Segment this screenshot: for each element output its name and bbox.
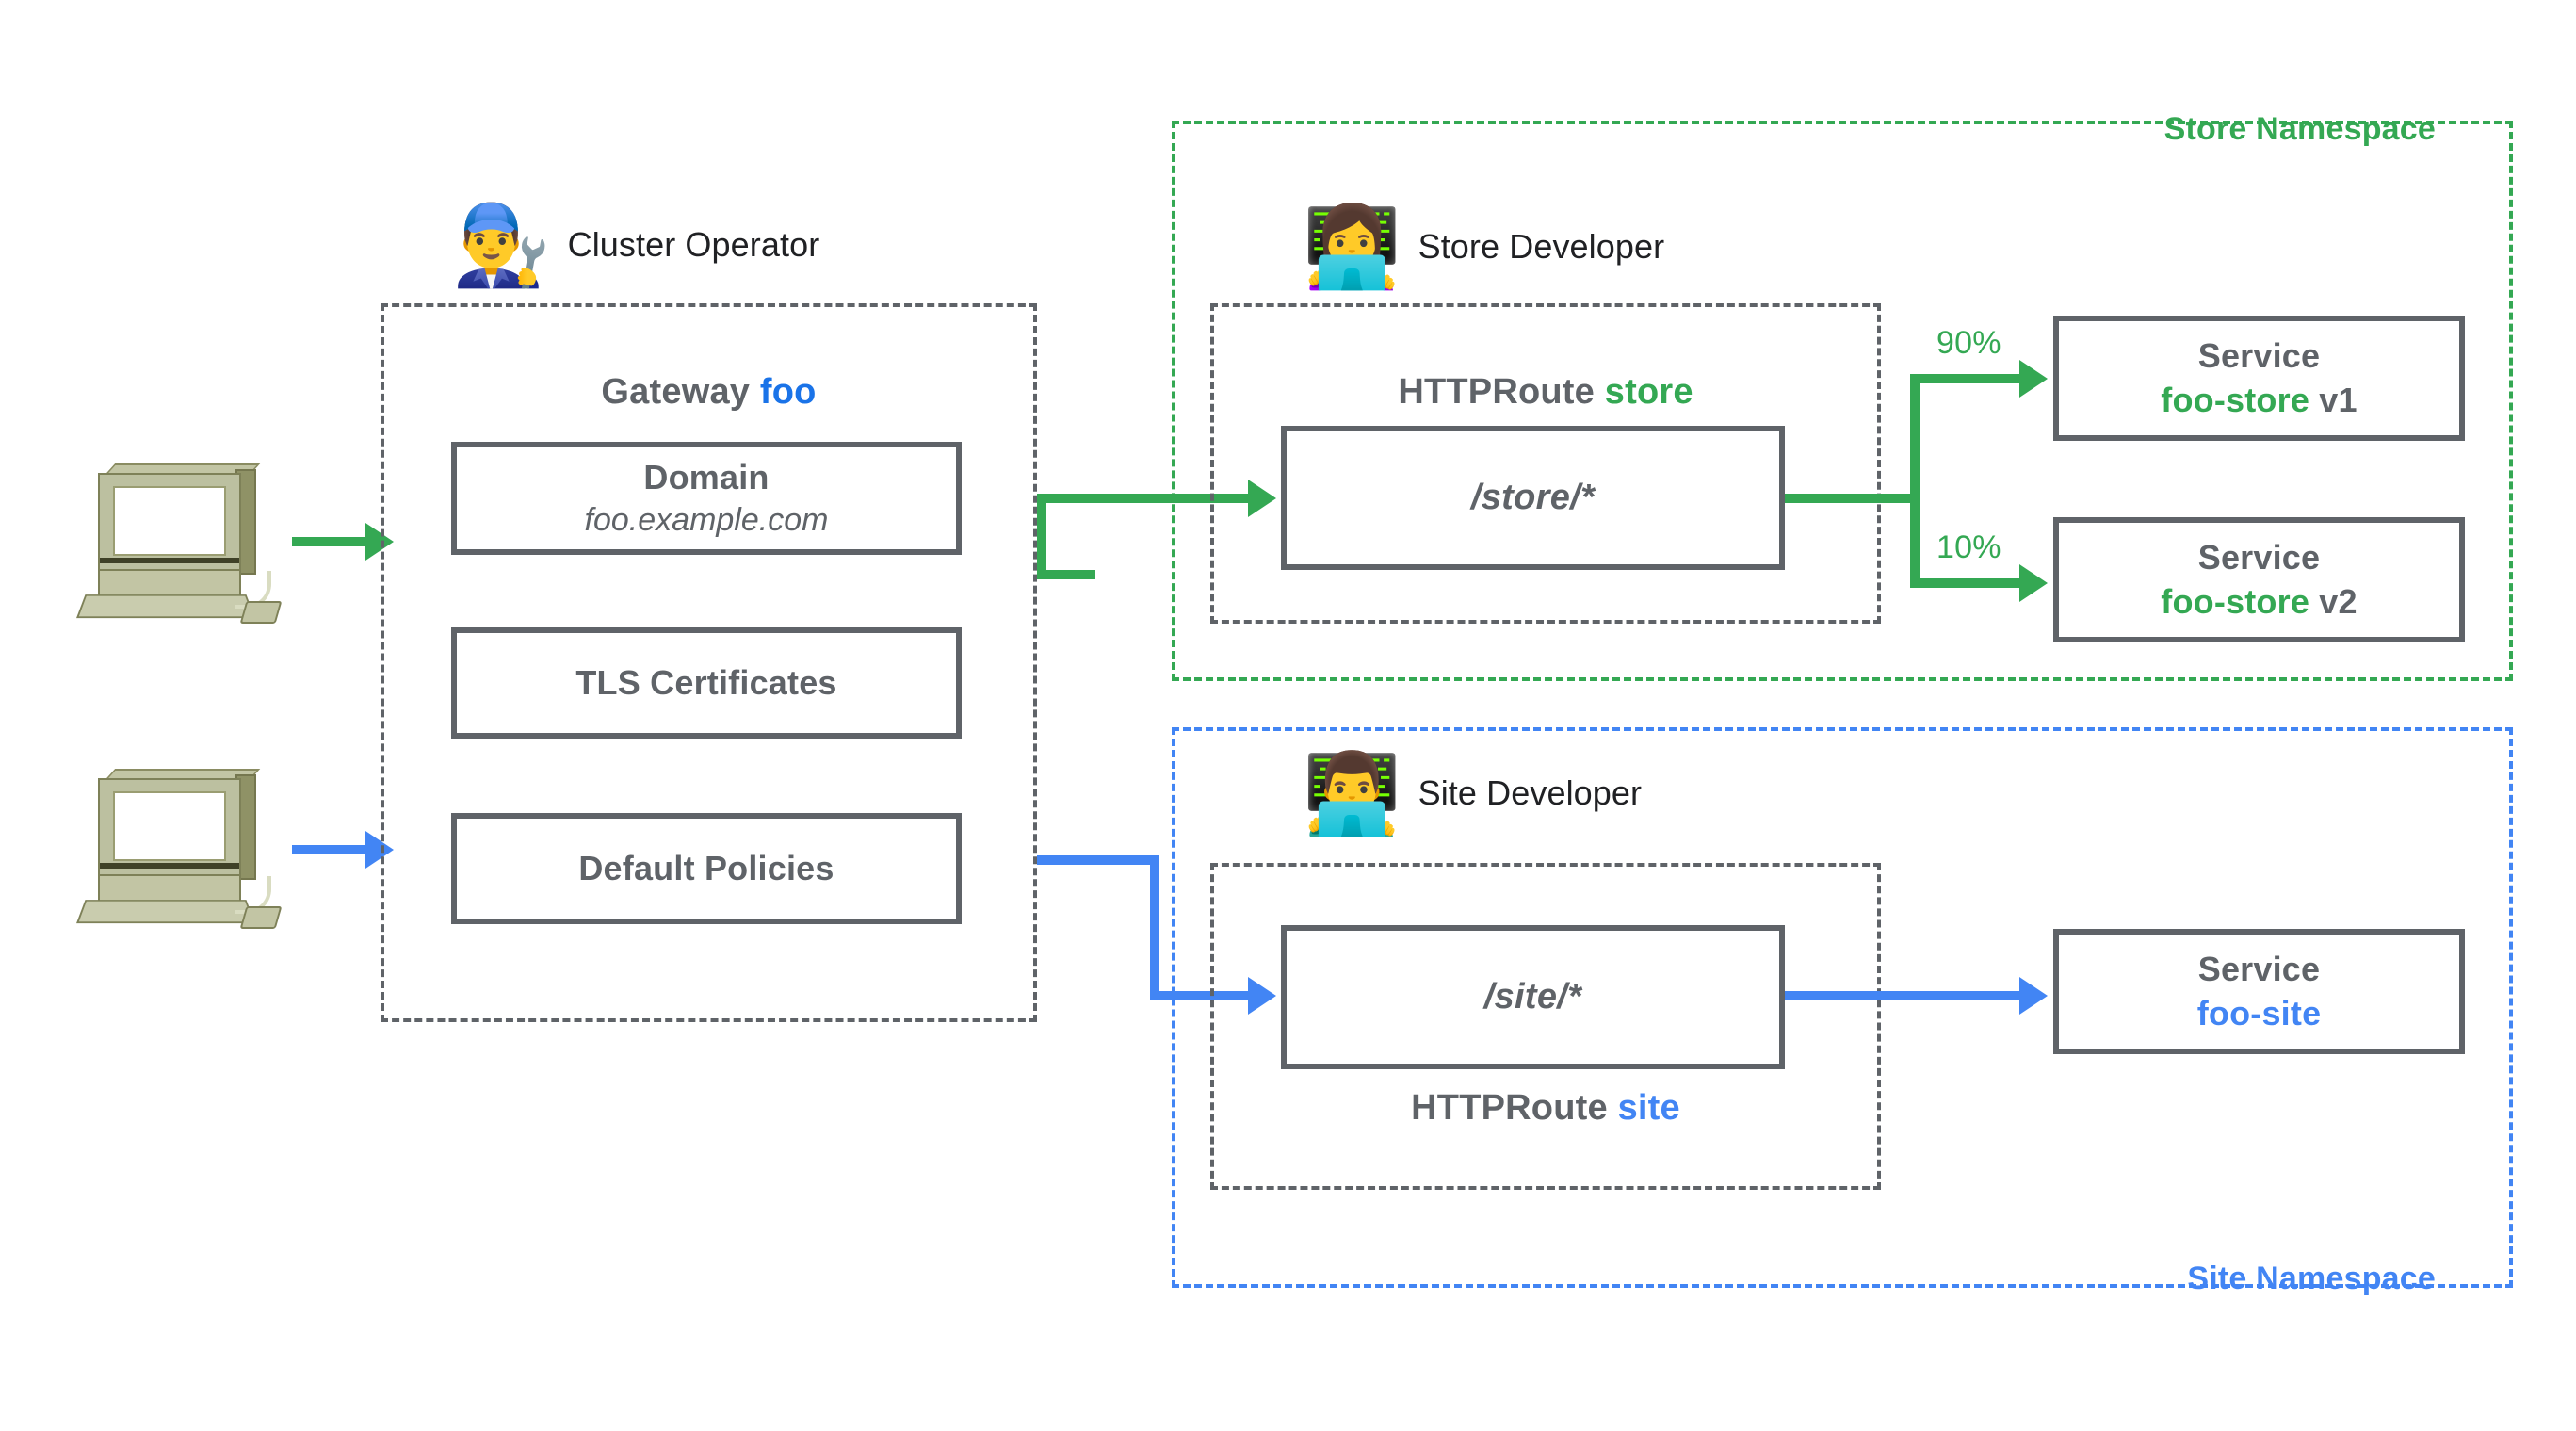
gateway-site-line-h1 — [1037, 855, 1159, 865]
service-version: v2 — [2309, 581, 2357, 621]
gateway-store-line-h1 — [1037, 570, 1095, 579]
gateway-title: Gateway foo — [381, 372, 1037, 413]
store-weight-v1: 90% — [1936, 325, 2001, 361]
gateway-title-prefix: Gateway — [601, 372, 760, 412]
store-v2-arrowhead — [2019, 564, 2048, 602]
gateway-resource-domain[interactable]: Domain foo.example.com — [451, 442, 962, 555]
resource-value: foo.example.com — [584, 502, 829, 539]
store-v1-line — [1910, 374, 2021, 383]
computer-icon — [76, 460, 283, 639]
store-weight-v2: 10% — [1936, 529, 2001, 565]
store-route-title: HTTPRoute store — [1210, 372, 1881, 413]
site-route-title-prefix: HTTPRoute — [1411, 1088, 1618, 1128]
resource-title: Domain — [643, 457, 770, 496]
service-name: foo-store — [2161, 380, 2310, 419]
service-foo-site[interactable]: Service foo-site — [2053, 929, 2465, 1054]
persona-label: Store Developer — [1418, 227, 1665, 266]
service-name-row: foo-site — [2197, 994, 2322, 1033]
gateway-resource-default-policies[interactable]: Default Policies — [451, 813, 962, 924]
gateway-store-arrowhead — [1248, 480, 1276, 517]
service-kind: Service — [2197, 336, 2321, 376]
resource-title: Default Policies — [578, 848, 834, 887]
persona-store-developer: 👩‍💻 Store Developer — [1303, 207, 1664, 286]
resource-title: TLS Certificates — [575, 662, 837, 702]
store-route-path-box[interactable]: /store/* — [1281, 426, 1785, 570]
site-namespace-label: Site Namespace — [2187, 1260, 2436, 1296]
service-kind: Service — [2197, 538, 2321, 577]
gateway-name: foo — [759, 372, 817, 412]
service-name-row: foo-store v1 — [2161, 381, 2357, 420]
gateway-site-arrowhead — [1248, 977, 1276, 1015]
gateway-store-line-h2 — [1037, 494, 1250, 503]
computer-icon — [76, 765, 283, 944]
site-route-name: site — [1617, 1088, 1680, 1128]
site-route-group — [1210, 863, 1881, 1190]
mechanic-avatar: 👨‍🔧 — [452, 201, 551, 289]
site-route-path: /site/* — [1483, 977, 1582, 1017]
gateway-resource-tls-certificates[interactable]: TLS Certificates — [451, 627, 962, 739]
store-route-title-prefix: HTTPRoute — [1398, 372, 1605, 412]
store-route-group — [1210, 303, 1881, 624]
gateway-store-line-v — [1037, 494, 1046, 579]
persona-cluster-operator: 👨‍🔧 Cluster Operator — [452, 205, 819, 285]
client2-gateway-line — [292, 845, 367, 854]
service-name: foo-store — [2161, 581, 2310, 621]
store-route-name: store — [1604, 372, 1693, 412]
woman-technologist-avatar: 👩‍💻 — [1303, 203, 1401, 291]
store-v2-line — [1910, 578, 2021, 588]
site-namespace-container: Site Namespace — [1172, 727, 2513, 1296]
service-name: foo-site — [2196, 993, 2322, 1033]
store-namespace-container: Store Namespace — [1172, 111, 2513, 681]
site-route-path-box[interactable]: /site/* — [1281, 925, 1785, 1069]
store-split-line-v — [1910, 374, 1920, 588]
service-version: v1 — [2309, 380, 2357, 419]
client1-gateway-line — [292, 537, 367, 546]
gateway-group — [381, 303, 1037, 1022]
store-route-path: /store/* — [1470, 478, 1596, 518]
client2-gateway-arrowhead — [365, 831, 394, 869]
store-namespace-label: Store Namespace — [2163, 111, 2436, 147]
site-service-arrowhead — [2019, 977, 2048, 1015]
client1-gateway-arrowhead — [365, 523, 394, 561]
gateway-site-line-v — [1150, 855, 1159, 1000]
man-technologist-avatar: 👨‍💻 — [1303, 749, 1401, 837]
service-foo-store-v2[interactable]: Service foo-store v2 — [2053, 517, 2465, 642]
store-split-line-h — [1785, 494, 1920, 503]
service-name-row: foo-store v2 — [2161, 582, 2357, 622]
persona-site-developer: 👨‍💻 Site Developer — [1303, 754, 1642, 833]
site-route-title: HTTPRoute site — [1210, 1088, 1881, 1129]
store-v1-arrowhead — [2019, 360, 2048, 398]
gateway-site-line-h2 — [1150, 991, 1254, 1000]
service-foo-store-v1[interactable]: Service foo-store v1 — [2053, 316, 2465, 441]
site-service-line — [1785, 991, 2021, 1000]
persona-label: Site Developer — [1418, 773, 1643, 812]
persona-label: Cluster Operator — [567, 225, 820, 264]
service-kind: Service — [2197, 950, 2321, 989]
